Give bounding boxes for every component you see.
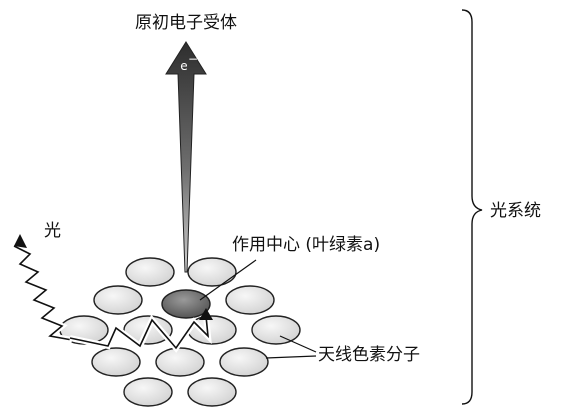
- antenna-pigment-ellipse-10: [155, 347, 205, 377]
- antenna-pigment-cluster: [59, 257, 301, 407]
- antenna-pigment-ellipse-12: [123, 377, 173, 407]
- antenna-pigment-ellipse-13: [187, 377, 237, 407]
- light-wave: [12, 234, 73, 343]
- antenna-pointer-1: [279, 335, 317, 353]
- antenna-pigment-ellipse-9: [91, 347, 141, 377]
- energy-transfer-path: [69, 308, 213, 353]
- reaction-center-label: 作用中心 (叶绿素a): [232, 235, 380, 255]
- antenna-pointer-2: [265, 355, 317, 359]
- antenna-pigment-ellipse-2: [187, 257, 237, 287]
- antenna-pigment-ellipse-4: [225, 285, 275, 315]
- light-label: 光: [44, 221, 61, 241]
- antenna-pigment-ellipse-1: [125, 257, 175, 287]
- reaction-center-pointer: [199, 259, 257, 301]
- reaction-center-ellipse: [161, 289, 211, 319]
- electron-transfer-arrow: e −: [165, 41, 207, 273]
- antenna-pigment-ellipse-11: [219, 347, 269, 377]
- antenna-pigment-ellipse-3: [93, 285, 143, 315]
- photosystem-label: 光系统: [490, 201, 541, 221]
- antenna-label: 天线色素分子: [318, 345, 420, 365]
- antenna-pigment-ellipse-8: [251, 315, 301, 345]
- primary-acceptor-label: 原初电子受体: [135, 13, 237, 33]
- electron-charge: −: [188, 52, 198, 66]
- electron-symbol: e: [180, 59, 187, 73]
- photosystem-brace: [461, 9, 483, 405]
